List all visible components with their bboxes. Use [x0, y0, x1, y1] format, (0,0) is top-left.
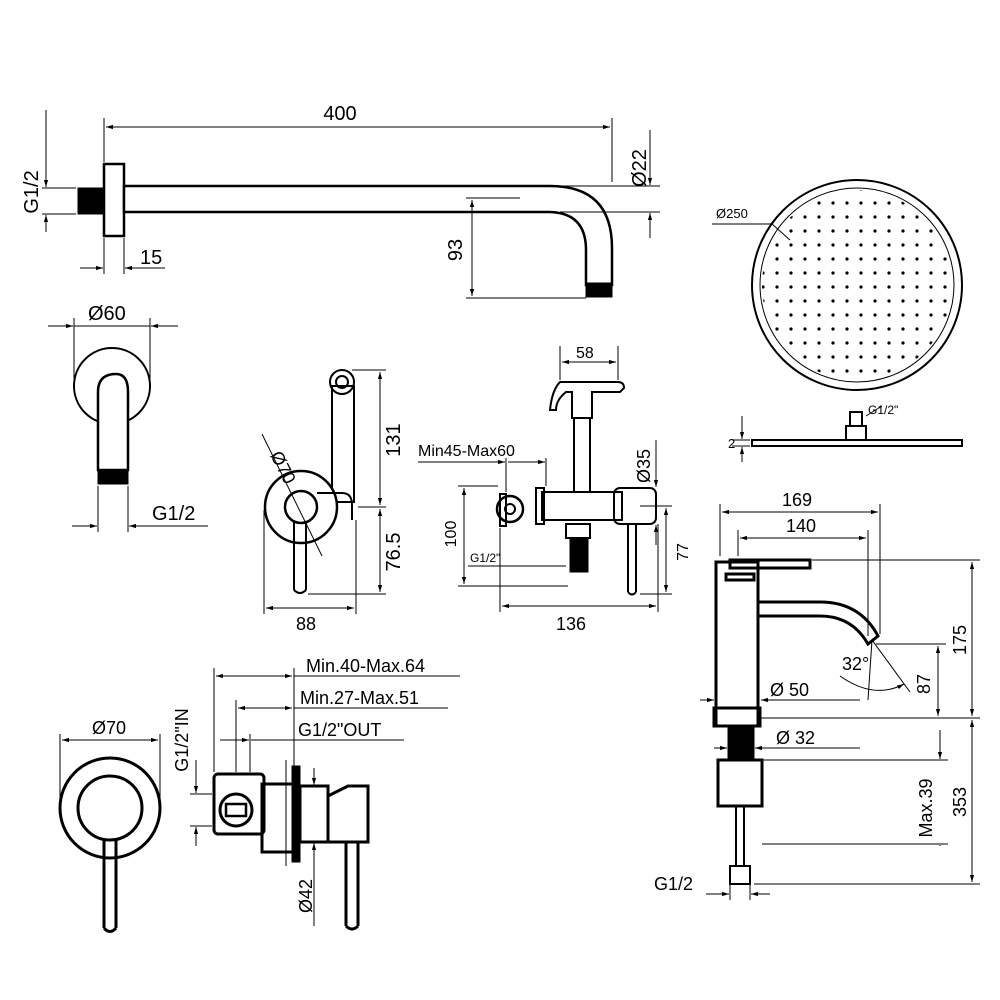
tap-below-label: 353: [950, 787, 970, 817]
mixer-min-max-inner-label: Min.27-Max.51: [300, 688, 419, 708]
mixer-front-view: Ø70: [58, 718, 162, 933]
bidet-holder: [317, 492, 353, 520]
tap-thread-label: G1/2: [654, 874, 693, 894]
arm-length-label: 400: [323, 103, 356, 125]
mixer-rosette: [58, 756, 162, 860]
elbow-thread: [97, 469, 129, 485]
tap-body: [714, 560, 760, 728]
shower-arm: 400 Ø22 G1/2 15 93: [21, 103, 660, 299]
bidet-handset: [331, 385, 355, 503]
mixer-min-max-outer-label: Min.40-Max.64: [306, 656, 425, 676]
head-thickness-label: 2: [728, 436, 735, 451]
tap-spout-label: 140: [786, 516, 816, 536]
basin-tap: 169 140 175 87 32° Ø 50 Ø 32 Max.39: [654, 490, 980, 900]
bidet-wall-knob: [495, 494, 525, 524]
arm-thread-end: [77, 187, 107, 215]
mixer-handle: [326, 784, 370, 844]
wall-elbow: Ø60 G1/2: [48, 303, 208, 532]
head-nozzles: [762, 190, 952, 380]
bidet-outlet-height-label: 77: [675, 543, 692, 561]
tap-base-label: Ø 50: [770, 680, 809, 700]
bidet-lower-label: 76.5: [383, 533, 405, 572]
mixer-body: [212, 772, 266, 836]
bidet-valve-body: [541, 491, 623, 521]
tap-base: [712, 706, 762, 728]
head-diameter-label: Ø250: [716, 206, 748, 221]
tap-flex-hose-end: [729, 865, 751, 885]
elbow-diameter-label: Ø60: [88, 303, 126, 325]
bidet-spray-head: [548, 381, 626, 419]
bidet-handle-width-label: 58: [576, 345, 594, 362]
bidet-height-label: 131: [383, 423, 405, 456]
head-rim: [751, 179, 963, 391]
mixer-out-label: G1/2"OUT: [298, 720, 381, 740]
mixer-in-label: G1/2"IN: [172, 708, 192, 771]
arm-wall-flange: [102, 162, 126, 238]
arm-pipe: [122, 184, 614, 287]
head-thread-label: G1/2": [868, 403, 898, 417]
mixer-side-view: Min.40-Max.64 Min.27-Max.51 G1/2"OUT G1/…: [172, 656, 460, 931]
tap-height-label: 175: [950, 625, 970, 655]
tap-nut: [716, 758, 764, 808]
bidet-valve-height-label: 100: [443, 521, 460, 548]
arm-flange-label: 15: [140, 247, 162, 269]
mixer-rosette-label: Ø70: [92, 718, 126, 738]
head-side-profile: [751, 439, 963, 447]
elbow-thread-label: G1/2: [152, 503, 195, 525]
bidet-width-label: 88: [296, 614, 316, 634]
bidet-body-diameter-label: Ø35: [634, 449, 654, 483]
tap-max-thickness-label: Max.39: [916, 778, 936, 837]
bidet-inlet-label: G1/2": [470, 551, 500, 565]
bidet-depth-label: Min45-Max60: [418, 443, 515, 460]
tap-shank-label: Ø 32: [776, 728, 815, 748]
tap-reach-label: 169: [782, 490, 812, 510]
bidet-total-label: 136: [556, 614, 586, 634]
tap-angle-label: 32°: [842, 654, 869, 674]
bidet-inlet-thread: [569, 537, 589, 573]
shower-head: Ø250 G1/2" 2: [712, 179, 963, 462]
tap-shank-thread: [727, 725, 755, 761]
mixer-cartridge: [260, 782, 296, 854]
bidet-front-view: 131 76.5 Ø70 88: [261, 369, 405, 634]
tap-lever: [728, 558, 812, 570]
arm-outlet-thread: [585, 282, 613, 298]
arm-thread-label: G1/2: [21, 170, 43, 213]
elbow-body: [96, 372, 130, 472]
arm-drop-label: 93: [445, 239, 467, 261]
mixer-cartridge-label: Ø42: [296, 879, 316, 913]
arm-diameter-label: Ø22: [629, 149, 651, 187]
tap-spout: [758, 600, 880, 647]
tap-spout-height-label: 87: [914, 674, 934, 694]
bidet-side-view: 58 Min45-Max60 Ø35 100 G1/2" 136 77: [418, 345, 692, 634]
